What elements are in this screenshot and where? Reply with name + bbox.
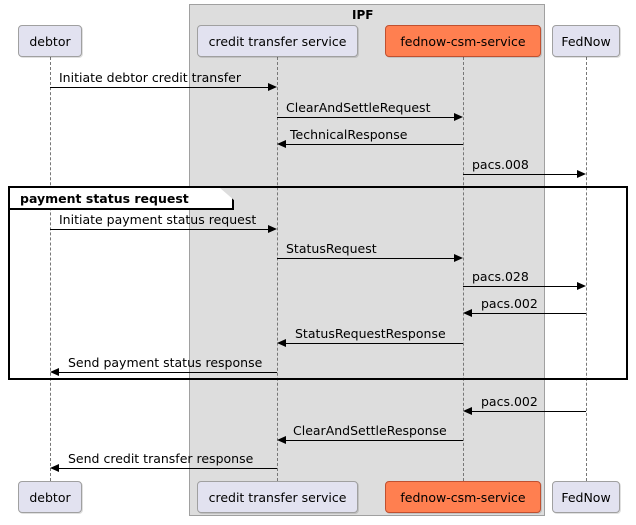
message-arrowhead-12 xyxy=(277,436,286,444)
participant-fednow-top[interactable]: FedNow xyxy=(552,25,620,57)
message-label-10: Send payment status response xyxy=(68,355,263,370)
message-line-1 xyxy=(50,87,269,88)
participant-label: fednow-csm-service xyxy=(400,489,526,505)
fragment-label: payment status request xyxy=(20,190,189,206)
message-line-4 xyxy=(463,174,577,175)
message-arrowhead-6 xyxy=(454,254,463,262)
participant-fednow-csm-service-bottom[interactable]: fednow-csm-service xyxy=(385,481,541,513)
message-line-6 xyxy=(277,258,455,259)
participant-fednow-csm-service-top[interactable]: fednow-csm-service xyxy=(385,25,541,57)
message-arrowhead-10 xyxy=(50,368,59,376)
lifeline-debtor xyxy=(50,57,51,481)
message-line-12 xyxy=(286,440,463,441)
group-title-ipf: IPF xyxy=(352,8,374,22)
participant-label: FedNow xyxy=(561,489,611,505)
message-line-3 xyxy=(286,144,463,145)
message-line-10 xyxy=(59,372,277,373)
message-arrowhead-8 xyxy=(463,309,472,317)
participant-debtor-top[interactable]: debtor xyxy=(18,25,82,57)
message-label-13: Send credit transfer response xyxy=(68,451,254,466)
message-arrowhead-13 xyxy=(50,464,59,472)
participant-label: debtor xyxy=(29,33,71,49)
message-line-11 xyxy=(472,411,586,412)
group-box-ipf xyxy=(189,4,545,516)
message-arrowhead-4 xyxy=(577,170,586,178)
message-arrowhead-11 xyxy=(463,407,472,415)
message-line-9 xyxy=(286,343,463,344)
message-line-7 xyxy=(463,286,577,287)
lifeline-fednow-csm-service xyxy=(463,57,464,481)
message-arrowhead-2 xyxy=(454,113,463,121)
message-label-8: pacs.002 xyxy=(481,296,538,311)
message-label-9: StatusRequestResponse xyxy=(295,326,446,341)
message-line-5 xyxy=(50,229,269,230)
fragment-label-tab: payment status request xyxy=(10,188,234,210)
message-line-13 xyxy=(59,468,277,469)
message-arrowhead-9 xyxy=(277,339,286,347)
participant-credit-transfer-service-top[interactable]: credit transfer service xyxy=(197,25,358,57)
participant-credit-transfer-service-bottom[interactable]: credit transfer service xyxy=(197,481,358,513)
message-arrowhead-7 xyxy=(577,282,586,290)
message-label-6: StatusRequest xyxy=(286,241,377,256)
message-label-7: pacs.028 xyxy=(472,269,529,284)
participant-label: FedNow xyxy=(561,33,611,49)
message-label-1: Initiate debtor credit transfer xyxy=(59,70,241,85)
message-label-4: pacs.008 xyxy=(472,157,529,172)
message-label-12: ClearAndSettleResponse xyxy=(293,423,447,438)
fragment-payment-status-request xyxy=(8,186,628,380)
message-line-2 xyxy=(277,117,455,118)
message-label-5: Initiate payment status request xyxy=(59,212,257,227)
message-label-11: pacs.002 xyxy=(481,394,538,409)
message-arrowhead-5 xyxy=(268,225,277,233)
participant-label: credit transfer service xyxy=(208,489,347,505)
message-label-3: TechnicalResponse xyxy=(290,127,408,142)
message-arrowhead-3 xyxy=(277,140,286,148)
participant-fednow-bottom[interactable]: FedNow xyxy=(552,481,620,513)
message-line-8 xyxy=(472,313,586,314)
participant-label: debtor xyxy=(29,489,71,505)
message-label-2: ClearAndSettleRequest xyxy=(286,100,431,115)
lifeline-credit-transfer-service xyxy=(277,57,278,481)
participant-label: credit transfer service xyxy=(208,33,347,49)
lifeline-fednow xyxy=(586,57,587,481)
participant-debtor-bottom[interactable]: debtor xyxy=(18,481,82,513)
participant-label: fednow-csm-service xyxy=(400,33,526,49)
message-arrowhead-1 xyxy=(268,83,277,91)
